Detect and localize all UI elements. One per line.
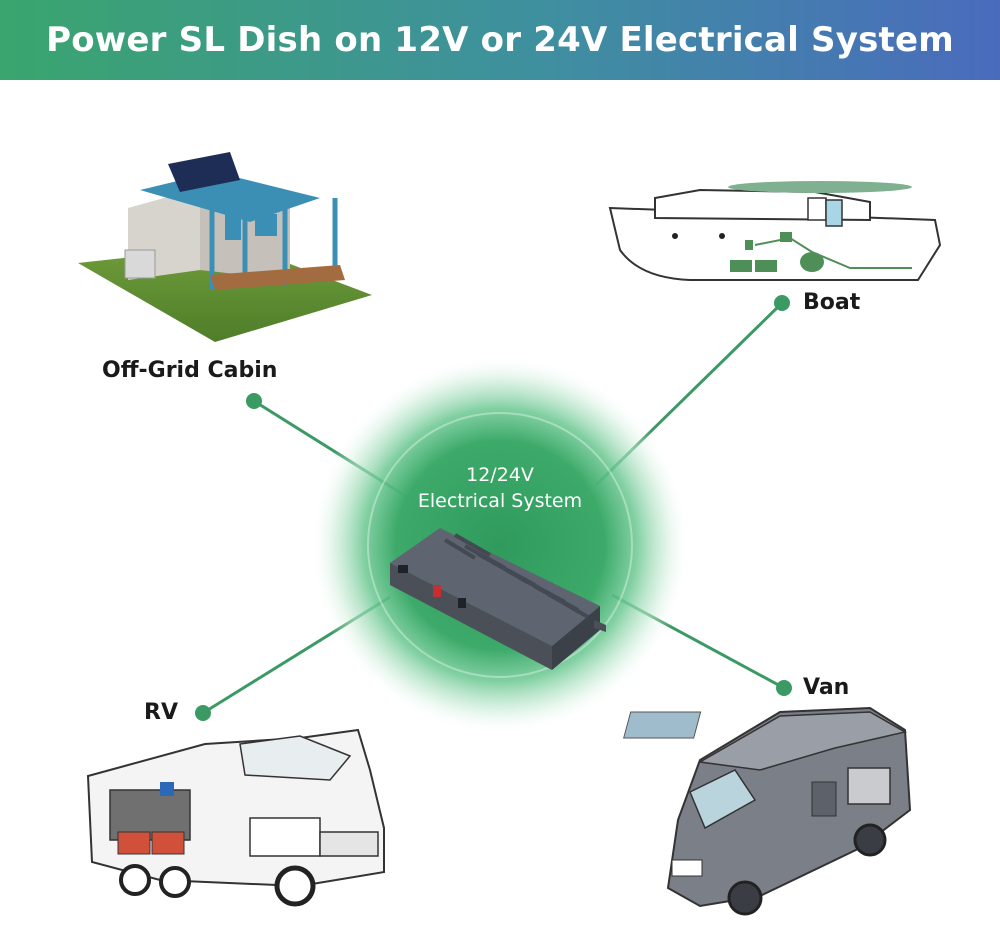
center-label: 12/24V Electrical System: [390, 462, 610, 514]
off-grid-cabin-icon: [78, 152, 372, 342]
diagram-canvas: [78, 152, 942, 916]
boat-icon: [608, 181, 942, 281]
cabin-label: Off-Grid Cabin: [102, 358, 278, 383]
center-ring: [367, 412, 633, 678]
title-banner: Power SL Dish on 12V or 24V Electrical S…: [0, 0, 1000, 80]
dot-van: [776, 680, 792, 696]
dot-rv: [195, 705, 211, 721]
dot-boat: [774, 295, 790, 311]
page-title: Power SL Dish on 12V or 24V Electrical S…: [46, 20, 954, 60]
dot-cabin: [246, 393, 262, 409]
center-label-line2: Electrical System: [417, 490, 583, 512]
center-glow: [310, 355, 690, 735]
connector-dots: [195, 295, 792, 721]
power-supply-device-icon: [390, 528, 606, 670]
van-icon: [623, 706, 912, 916]
rv-label: RV: [144, 700, 178, 725]
rv-icon: [86, 728, 385, 907]
boat-label: Boat: [803, 290, 861, 315]
diagram-stage: 12/24V Electrical System Off-Grid Cabin …: [0, 80, 1000, 930]
center-label-line1: 12/24V: [466, 464, 534, 486]
van-label: Van: [803, 675, 850, 700]
